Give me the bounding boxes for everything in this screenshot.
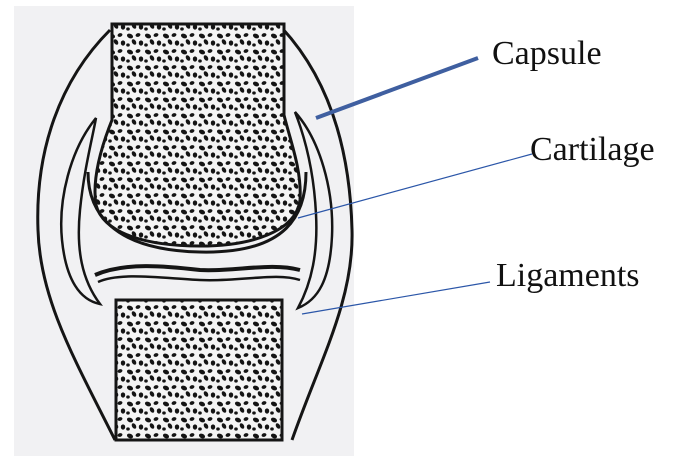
capsule-label: Capsule <box>492 35 602 72</box>
ligaments-label: Ligaments <box>496 257 640 294</box>
lower-bone <box>116 300 282 440</box>
upper-bone <box>95 24 300 246</box>
cartilage-label: Cartilage <box>530 131 655 168</box>
